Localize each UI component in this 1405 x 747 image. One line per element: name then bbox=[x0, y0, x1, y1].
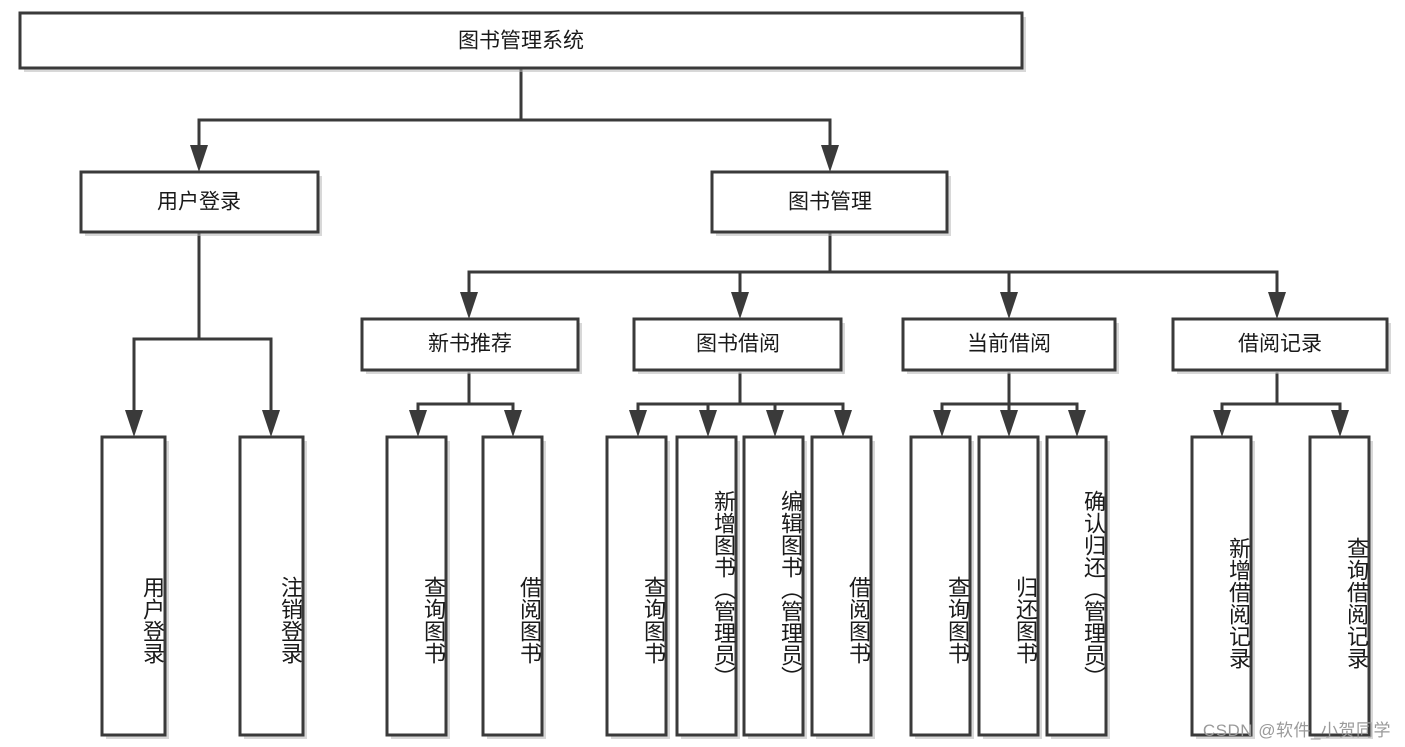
connector-group-borrow-record bbox=[1213, 372, 1349, 437]
node-current-borrow-rect[interactable] bbox=[901, 317, 1117, 372]
leaf-new-book-0[interactable] bbox=[385, 435, 450, 739]
leaf-user-login-1[interactable] bbox=[238, 435, 307, 739]
node-root[interactable]: 图书管理系统 bbox=[18, 11, 1026, 72]
arrow-head-cb-leaf-1 bbox=[933, 410, 951, 437]
arrow-head-leaf-logout bbox=[262, 410, 280, 437]
connector-group-user-login bbox=[125, 230, 280, 437]
leaf-current-borrow-2-rect[interactable] bbox=[1045, 435, 1108, 737]
node-user-login-label: 用户登录 bbox=[157, 191, 241, 214]
node-book-management-rect[interactable] bbox=[710, 170, 949, 234]
leaf-borrow-record-0[interactable] bbox=[1190, 435, 1255, 739]
connector-group-book-borrow bbox=[629, 372, 852, 437]
arrow-head-new-book bbox=[460, 292, 478, 319]
leaf-new-book-0-rect[interactable] bbox=[385, 435, 448, 737]
node-book-borrow-rect[interactable] bbox=[632, 317, 843, 372]
node-root-rect[interactable] bbox=[18, 11, 1024, 70]
arrow-head-nb-leaf-2 bbox=[504, 410, 522, 437]
node-borrow-record-label: 借阅记录 bbox=[1238, 333, 1322, 356]
arrow-head-cb-leaf-3 bbox=[1068, 410, 1086, 437]
arrow-head-cb-leaf-2 bbox=[1000, 410, 1018, 437]
node-current-borrow[interactable]: 当前借阅 bbox=[901, 317, 1119, 374]
leaf-book-borrow-0-rect[interactable] bbox=[605, 435, 668, 737]
node-book-management[interactable]: 图书管理 bbox=[710, 170, 951, 236]
arrow-head-bb-leaf-2 bbox=[699, 410, 717, 437]
node-current-borrow-label: 当前借阅 bbox=[967, 333, 1051, 356]
leaf-book-borrow-1-rect[interactable] bbox=[675, 435, 738, 737]
arrow-head-borrow-record bbox=[1268, 292, 1286, 319]
node-new-book-recommend-rect[interactable] bbox=[360, 317, 580, 372]
node-borrow-record[interactable]: 借阅记录 bbox=[1171, 317, 1391, 374]
node-user-login[interactable]: 用户登录 bbox=[79, 170, 322, 236]
arrow-head-book-mgmt bbox=[821, 145, 839, 172]
arrow-head-leaf-user-login bbox=[125, 410, 143, 437]
leaf-user-login-0[interactable] bbox=[100, 435, 169, 739]
node-book-management-label: 图书管理 bbox=[788, 191, 872, 214]
arrow-head-book-borrow bbox=[731, 292, 749, 319]
leaf-current-borrow-1[interactable] bbox=[977, 435, 1042, 739]
leaf-user-login-1-rect[interactable] bbox=[238, 435, 305, 737]
arrow-head-user-login bbox=[190, 145, 208, 172]
leaf-book-borrow-2[interactable] bbox=[742, 435, 807, 739]
node-root-label: 图书管理系统 bbox=[458, 30, 584, 53]
leaf-current-borrow-2[interactable] bbox=[1045, 435, 1110, 739]
leaf-borrow-record-1-rect[interactable] bbox=[1308, 435, 1371, 737]
leaf-new-book-1-rect[interactable] bbox=[481, 435, 544, 737]
leaf-book-borrow-1[interactable] bbox=[675, 435, 740, 739]
connector-group-root bbox=[190, 66, 839, 172]
node-book-borrow[interactable]: 图书借阅 bbox=[632, 317, 845, 374]
leaf-current-borrow-0-rect[interactable] bbox=[909, 435, 972, 737]
leaf-book-borrow-3-rect[interactable] bbox=[810, 435, 873, 737]
arrow-head-bb-leaf-4 bbox=[834, 410, 852, 437]
node-book-borrow-label: 图书借阅 bbox=[696, 333, 780, 356]
arrow-head-br-leaf-2 bbox=[1331, 410, 1349, 437]
arrow-head-bb-leaf-1 bbox=[629, 410, 647, 437]
leaf-borrow-record-0-rect[interactable] bbox=[1190, 435, 1253, 737]
leaf-borrow-record-1[interactable] bbox=[1308, 435, 1373, 739]
arrow-head-nb-leaf-1 bbox=[409, 410, 427, 437]
arrow-head-current-borrow bbox=[1000, 292, 1018, 319]
node-borrow-record-rect[interactable] bbox=[1171, 317, 1389, 372]
connector-group-current-borrow bbox=[933, 372, 1086, 437]
leaf-current-borrow-1-rect[interactable] bbox=[977, 435, 1040, 737]
connector-group-book-mgmt bbox=[460, 230, 1286, 319]
leaf-new-book-1[interactable] bbox=[481, 435, 546, 739]
leaf-book-borrow-0[interactable] bbox=[605, 435, 670, 739]
leaf-user-login-0-rect[interactable] bbox=[100, 435, 167, 737]
connector-group-new-book bbox=[409, 372, 522, 437]
arrow-head-bb-leaf-3 bbox=[766, 410, 784, 437]
leaf-book-borrow-3[interactable] bbox=[810, 435, 875, 739]
node-new-book-recommend-label: 新书推荐 bbox=[428, 333, 512, 356]
node-new-book-recommend[interactable]: 新书推荐 bbox=[360, 317, 582, 374]
arrow-head-br-leaf-1 bbox=[1213, 410, 1231, 437]
leaf-book-borrow-2-rect[interactable] bbox=[742, 435, 805, 737]
leaf-current-borrow-0[interactable] bbox=[909, 435, 974, 739]
node-user-login-rect[interactable] bbox=[79, 170, 320, 234]
